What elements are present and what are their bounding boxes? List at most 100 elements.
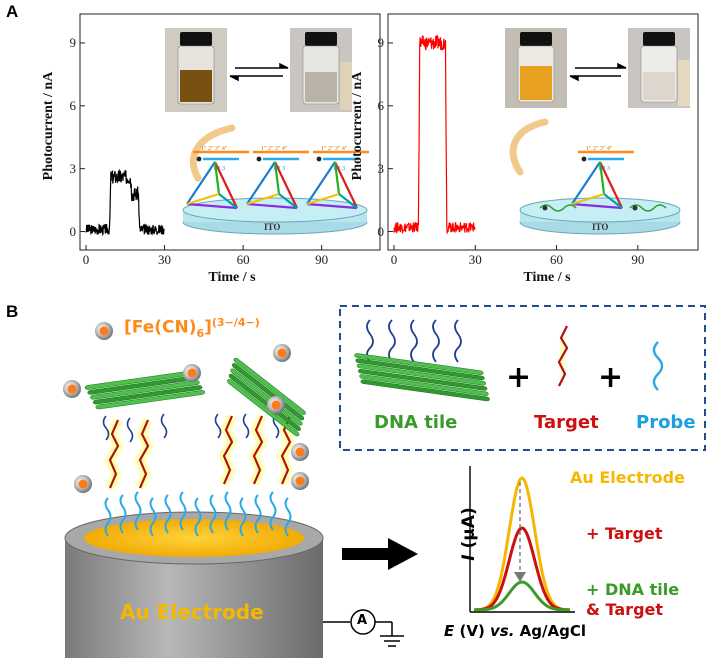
photocurrent-trace-red [393, 34, 476, 235]
surface-dna-tiles [84, 357, 306, 490]
legend-probe-label: Probe [636, 412, 696, 433]
tile-helix [233, 357, 306, 415]
label-dot [196, 156, 202, 162]
tetra-edge [218, 193, 238, 209]
ito-label-left: ITO [264, 222, 281, 232]
equilibrium-arrows-icon [229, 62, 289, 82]
y-tick-label: 6 [377, 97, 385, 113]
nanoparticle-dot [542, 205, 548, 211]
current-axis-label: I (μA) [459, 507, 479, 561]
vertex-labels: 1" 2" 3" 4" [321, 146, 348, 152]
y-tick-label: 6 [69, 97, 77, 113]
tetra-edge [246, 161, 276, 205]
curve-label-dna-tile: + DNA tile [586, 580, 680, 599]
tile-probe-strand [454, 319, 462, 363]
tetra-edge [186, 192, 220, 206]
tetra-edge [306, 161, 336, 205]
vial-photo-clear [290, 28, 352, 112]
target-strand [252, 415, 264, 485]
y-tick-label: 0 [377, 223, 385, 239]
redox-core [99, 326, 109, 336]
tile-helix [230, 368, 303, 426]
tetra-edge [186, 202, 238, 210]
label-dot [581, 156, 587, 162]
x-tick-label: 30 [468, 252, 482, 267]
ito-electrode-left [182, 197, 368, 235]
tetra-edge [603, 193, 623, 209]
tetra-edge [333, 161, 341, 195]
tile-helix [359, 374, 489, 396]
redox-core [295, 447, 305, 457]
x-tick-label: 90 [315, 252, 329, 267]
tetra-edge [599, 161, 623, 209]
tetra-edge [186, 161, 216, 205]
vertex-labels-inner: 1 2 3 [273, 166, 285, 172]
vial-photo-clear-right [628, 28, 690, 108]
tile-probe-strand [160, 413, 168, 439]
tile-helix [360, 379, 490, 402]
x-tick-label: 0 [82, 252, 90, 267]
curve-dna-tile-target [474, 580, 570, 612]
x-tick-label: 60 [550, 252, 564, 267]
redox-probe-label: [Fe(CN)6](3−/4−) [124, 316, 260, 341]
legend-plus-2: + [598, 360, 624, 395]
probe-strand [269, 491, 277, 531]
tetra-edge [274, 161, 298, 209]
surface-probes [104, 491, 292, 537]
tetra-edge [306, 202, 358, 210]
ito-electrode-right [519, 197, 681, 235]
tetra-edge [306, 192, 340, 206]
legend-dna-tile-label: DNA tile [374, 412, 458, 433]
probe-strand [104, 497, 112, 537]
probe-strand [254, 494, 262, 534]
vertex-labels-inner: 1 2 3 [598, 166, 610, 172]
tetra-edge [246, 192, 280, 206]
tile-helix [354, 353, 484, 376]
curved-arrow-icon [509, 118, 549, 176]
target-strand-icon [553, 323, 573, 389]
probe-strand [209, 494, 217, 534]
curve-au-electrode [473, 476, 571, 612]
vertex-labels-inner: 1 2 3 [213, 166, 225, 172]
target-strand [222, 415, 234, 485]
vial-photo-brown [165, 28, 227, 112]
plot-frame [387, 13, 699, 251]
probe-strand [119, 494, 127, 534]
probe-strand [179, 491, 187, 531]
curve-label-au: Au Electrode [570, 468, 685, 487]
tile-probe-strand [366, 319, 374, 363]
dna-tetrahedron-group: 1" 2" 3" 4"1 2 3 [571, 146, 634, 210]
probe-strand [194, 497, 202, 537]
tetra-edge [571, 202, 623, 210]
voltammetry-plot [469, 466, 575, 613]
legend-plus-1: + [506, 360, 532, 395]
tile-probe-strand [214, 413, 222, 439]
plot-frame [79, 13, 381, 251]
x-tick-label: 30 [158, 252, 172, 267]
dna-tile [354, 353, 490, 402]
arrow-head-icon [514, 572, 526, 582]
tetra-edge [571, 192, 605, 206]
dna-tile [84, 370, 206, 410]
tetra-edge [338, 193, 358, 209]
tetra-edge [213, 161, 221, 195]
probe-strand [224, 491, 232, 531]
target-strand [138, 419, 150, 489]
x-tick-label: 0 [390, 252, 398, 267]
tile-helix [358, 368, 488, 391]
right-arrow-icon [342, 538, 418, 570]
potential-axis-label: E (V) vs. Ag/AgCl [444, 622, 586, 640]
y-tick-label: 9 [69, 34, 77, 50]
x-axis-title-right: Time / s [523, 270, 571, 285]
tetra-edge [571, 161, 601, 205]
chart-a-right [387, 13, 699, 251]
probe-strand [134, 491, 142, 531]
au-electrode-cylinder [64, 511, 324, 658]
probe-strand [149, 497, 157, 537]
y-tick-label: 9 [377, 34, 385, 50]
redox-probe-balls [63, 322, 309, 493]
y-axis-title-right: Photocurrent / nA [350, 71, 365, 181]
redox-core [295, 476, 305, 486]
nanoparticle-dot [632, 205, 638, 211]
curved-arrow-icon [189, 124, 236, 182]
